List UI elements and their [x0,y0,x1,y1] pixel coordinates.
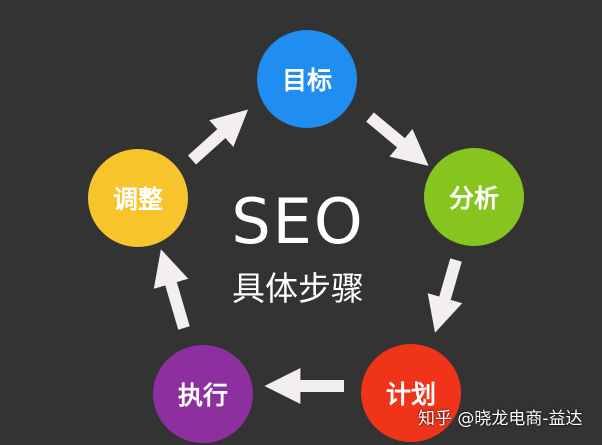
arrow-target-to-analysis [366,112,429,166]
diagram-title: SEO [231,185,365,258]
diagram-subtitle: 具体步骤 [232,269,364,308]
step-plan: 计划 [361,344,461,442]
arrow-adjust-to-target [187,109,249,165]
step-execute: 执行 [153,345,253,443]
watermark: 知乎 @晓龙电商-益达 [418,409,583,429]
step-label: 分析 [448,184,499,213]
step-label: 执行 [177,381,228,410]
step-target: 目标 [257,30,357,128]
step-label: 目标 [281,66,332,95]
step-label: 计划 [385,380,436,409]
arrow-analysis-to-plan [427,258,463,333]
step-adjust: 调整 [88,149,188,247]
arrow-execute-to-adjust [153,249,190,330]
step-label: 调整 [112,185,163,214]
step-analysis: 分析 [424,148,524,246]
